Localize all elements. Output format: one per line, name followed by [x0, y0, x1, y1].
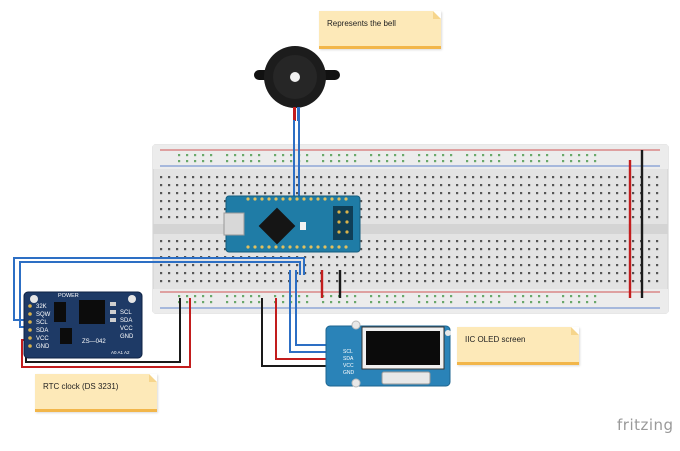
- oled-pin-gnd: GND: [343, 370, 355, 376]
- oled-sda-wire: [295, 270, 340, 346]
- note-oled: IIC OLED screen: [457, 327, 579, 365]
- arduino-nano: [223, 195, 361, 253]
- breadboard-center-channel: [153, 224, 668, 234]
- rtc-scl-wire: [13, 257, 305, 321]
- breadboard: [152, 144, 669, 314]
- breadboard-holes: [160, 154, 659, 304]
- oled-wires: [261, 270, 340, 367]
- microcontroller-chip: [258, 207, 296, 245]
- rtc-pin-gnd: GND: [36, 344, 50, 350]
- rtc-right-pin-sda: SDA: [120, 318, 132, 324]
- oled-pin-labels: SCL SDA VCC GND: [343, 349, 355, 376]
- rtc-address-label: A0 A1 A2: [111, 350, 130, 355]
- usb-port-icon: [223, 212, 245, 236]
- oled-gnd-wire: [261, 298, 340, 367]
- fritzing-logo: fritzing: [617, 416, 674, 434]
- note-bell: Represents the bell: [319, 11, 441, 49]
- rtc-right-pin-vcc: VCC: [120, 326, 133, 332]
- rtc-right-pin-scl: SCL: [120, 310, 132, 316]
- rtc-part-label: ZS—042: [82, 339, 106, 345]
- arduino-pins: [246, 197, 348, 249]
- rtc-module: POWER ZS—042 A0 A1 A2 32K SQW SCL SDA VC…: [23, 291, 143, 359]
- oled-pin-vcc: VCC: [343, 363, 354, 369]
- oled-pin-scl: SCL: [343, 349, 353, 355]
- oled-display: [366, 331, 440, 365]
- note-oled-text: IIC OLED screen: [465, 335, 526, 344]
- oled-module: SCL SDA VCC GND: [325, 320, 451, 388]
- rtc-left-pin-labels: 32K SQW SCL SDA VCC GND: [36, 304, 51, 350]
- note-bell-text: Represents the bell: [327, 19, 396, 28]
- rtc-pin-32k: 32K: [36, 304, 47, 310]
- rtc-right-pin-labels: SCL SDA VCC GND: [120, 310, 134, 340]
- oled-vcc-wire: [275, 298, 340, 360]
- rtc-right-pin-gnd: GND: [120, 334, 134, 340]
- jumpers: [320, 150, 644, 298]
- rtc-pin-sqw: SQW: [36, 312, 51, 318]
- note-rtc-text: RTC clock (DS 3231): [43, 382, 119, 391]
- buzzer: [254, 46, 340, 200]
- rtc-sda-wire: [19, 261, 301, 328]
- rtc-power-label: POWER: [58, 293, 79, 299]
- rtc-pin-sda: SDA: [36, 328, 48, 334]
- rtc-pin-vcc: VCC: [36, 336, 49, 342]
- oled-scl-wire: [289, 270, 340, 353]
- note-rtc: RTC clock (DS 3231): [35, 374, 157, 412]
- rtc-pin-scl: SCL: [36, 320, 48, 326]
- oled-pin-sda: SDA: [343, 356, 354, 362]
